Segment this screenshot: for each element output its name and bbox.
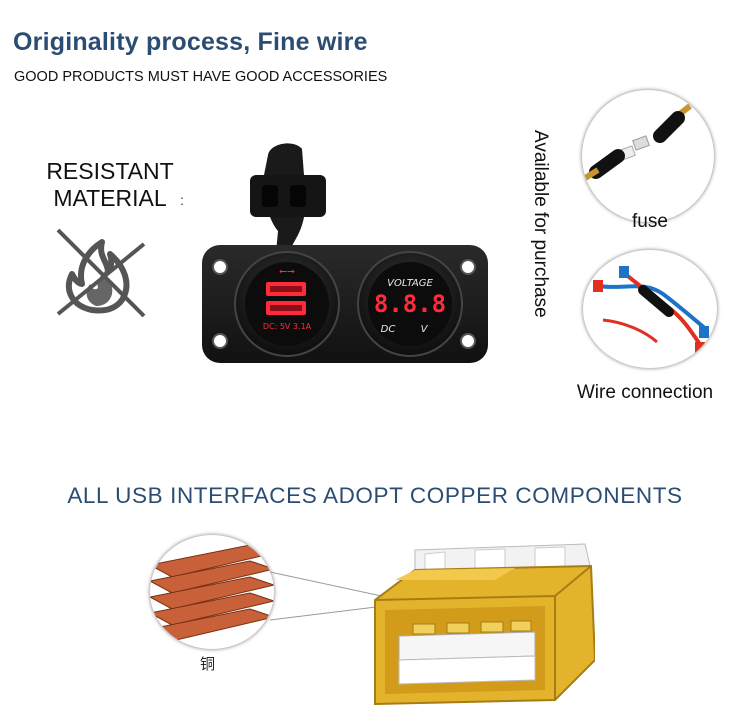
- usb-connector-illustration: [374, 543, 595, 706]
- side-note-text: Available for purchase: [530, 130, 551, 318]
- divider-mark: :: [180, 192, 184, 208]
- wire-connection-label: Wire connection: [576, 382, 714, 403]
- voltmeter-display: 8.8.8: [374, 290, 446, 318]
- wire-connection-image: [583, 250, 717, 368]
- voltmeter-unit: V: [421, 324, 429, 335]
- page-title: Originality process, Fine wire: [13, 28, 368, 56]
- copper-heading: ALL USB INTERFACES ADOPT COPPER COMPONEN…: [67, 483, 683, 508]
- resistant-line-1: RESISTANT: [46, 158, 174, 184]
- copper-label: 铜: [200, 656, 216, 673]
- voltmeter-title: VOLTAGE: [387, 278, 433, 289]
- page-subtitle: GOOD PRODUCTS MUST HAVE GOOD ACCESSORIES: [14, 69, 388, 85]
- fuse-label: fuse: [632, 211, 668, 232]
- resistant-material-label: RESISTANT MATERIAL: [30, 158, 190, 212]
- fuse-image: [582, 90, 714, 222]
- copper-sheets-image: [150, 535, 274, 649]
- resistant-line-2: MATERIAL: [53, 185, 167, 211]
- voltmeter-dc: DC: [381, 324, 396, 335]
- side-note: Available for purchase: [525, 130, 555, 360]
- svg-text:⭠⭢: ⭠⭢: [279, 266, 295, 277]
- usb-socket-spec: DC: 5V 3.1A: [263, 322, 312, 331]
- usb-voltmeter-panel: ⭠⭢ DC: 5V 3.1A VOLTAGE 8.8.8 DC V: [202, 143, 488, 363]
- no-fire-icon: [56, 228, 146, 318]
